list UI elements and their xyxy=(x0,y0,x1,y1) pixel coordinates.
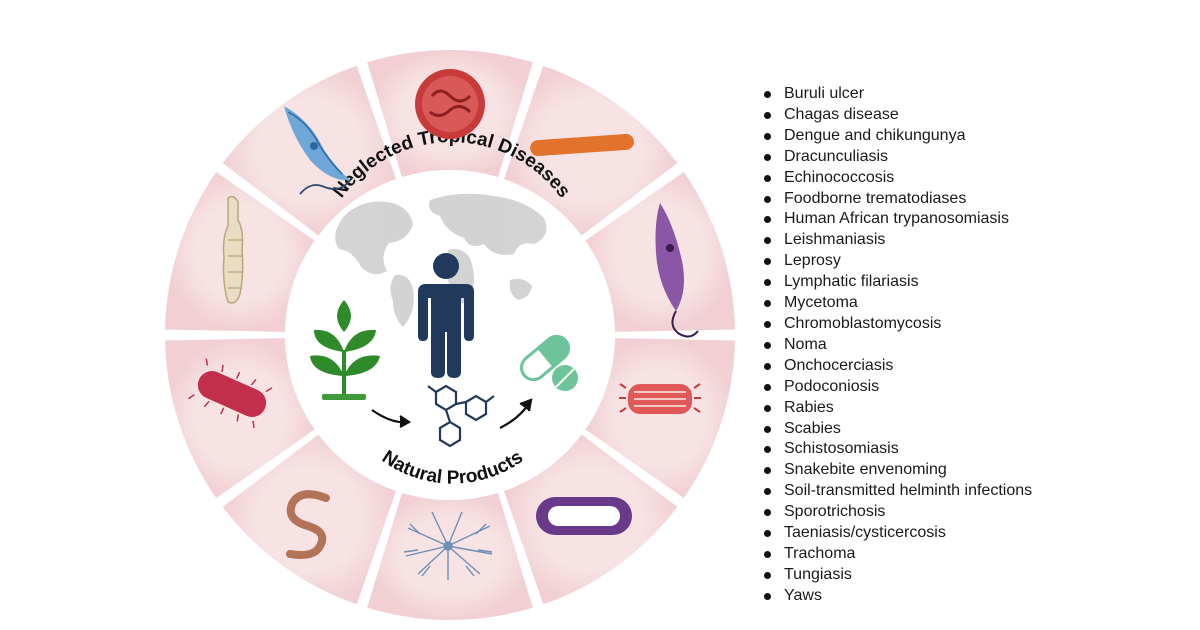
disease-list-item: Scabies xyxy=(762,419,1032,440)
ring-segment xyxy=(222,434,397,605)
disease-list-item: Snakebite envenoming xyxy=(762,460,1032,481)
arrow-right-icon xyxy=(371,398,533,429)
world-map-icon xyxy=(335,193,547,327)
pill-capsule-icon xyxy=(520,334,570,382)
red-bacterium-icon xyxy=(187,358,273,429)
purple-trypanosome-icon xyxy=(655,203,699,338)
disease-list-item: Mycetoma xyxy=(762,293,1032,314)
orange-rod-bacterium-icon xyxy=(530,133,634,157)
disease-list-item: Rabies xyxy=(762,398,1032,419)
disease-list-item: Dracunculiasis xyxy=(762,147,1032,168)
ntd-wheel-diagram: Neglected Tropical Diseases Natural Prod… xyxy=(165,50,735,621)
disease-list-item: Podoconiosis xyxy=(762,377,1032,398)
molecule-icon xyxy=(427,384,495,448)
disease-list-item: Chagas disease xyxy=(762,105,1032,126)
disease-list-item: Sporotrichosis xyxy=(762,502,1032,523)
disease-list-item: Dengue and chikungunya xyxy=(762,126,1032,147)
purple-capsule-organism-icon xyxy=(536,497,632,535)
disease-list-item: Onchocerciasis xyxy=(762,356,1032,377)
disease-list-item: Taeniasis/cysticercosis xyxy=(762,523,1032,544)
disease-list-item: Schistosomiasis xyxy=(762,439,1032,460)
disease-list-item: Human African trypanosomiasis xyxy=(762,209,1032,230)
disease-list-item: Noma xyxy=(762,335,1032,356)
disease-list-item: Lymphatic filariasis xyxy=(762,272,1032,293)
disease-list-item: Foodborne trematodiases xyxy=(762,189,1032,210)
disease-list-item: Chromoblastomycosis xyxy=(762,314,1032,335)
disease-list-item: Trachoma xyxy=(762,544,1032,565)
blue-trypanosome-icon xyxy=(284,106,351,195)
ring-segment xyxy=(585,338,735,499)
tablet-icon xyxy=(552,365,578,391)
person-icon xyxy=(418,253,474,378)
white-fungus-icon xyxy=(403,511,493,580)
disease-list-item: Leishmaniasis xyxy=(762,230,1032,251)
disease-list-item: Soil-transmitted helminth infections xyxy=(762,481,1032,502)
plant-icon xyxy=(310,300,380,400)
disease-list-item: Tungiasis xyxy=(762,565,1032,586)
ring-segment xyxy=(367,492,533,621)
tapeworm-icon xyxy=(222,195,244,304)
disease-list-item: Yaws xyxy=(762,586,1032,607)
red-virus-icon xyxy=(415,69,485,139)
disease-list-item: Buruli ulcer xyxy=(762,84,1032,105)
red-mite-icon xyxy=(619,383,701,414)
disease-list-item: Echinococcosis xyxy=(762,168,1032,189)
disease-list-item: Leprosy xyxy=(762,251,1032,272)
brown-worm-icon xyxy=(286,490,330,559)
